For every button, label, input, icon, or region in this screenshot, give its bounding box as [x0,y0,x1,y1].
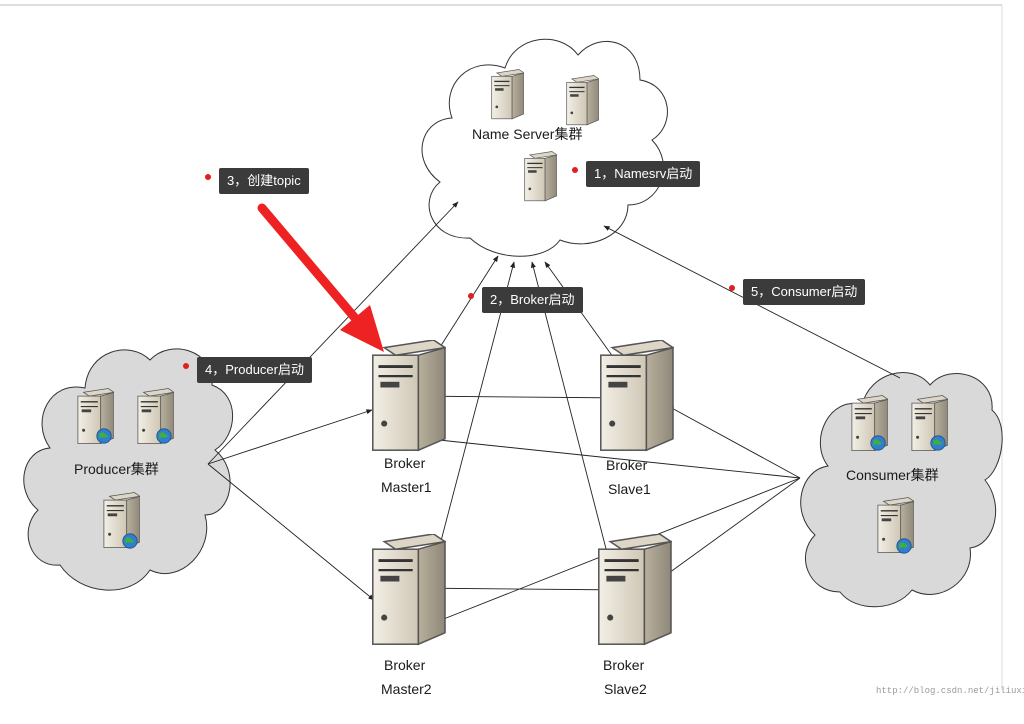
callout-producer-start: 4，Producer启动 [197,357,312,383]
producer-globe-3-icon [122,533,138,549]
watermark: http://blog.csdn.net/jiliuxing [876,686,1024,696]
callout-3-dot [205,174,211,180]
broker-master1-line1: Broker [384,455,426,471]
callout-broker-start: 2，Broker启动 [482,287,583,313]
broker-master1-server-icon [371,340,446,452]
broker-slave1-server-icon [599,340,674,452]
consumer-globe-2-icon [930,435,946,451]
callout-5-dot [729,285,735,291]
broker-slave2-line1: Broker [603,657,645,673]
broker-slave2-line2: Slave2 [604,681,647,697]
callout-create-topic: 3，创建topic [219,168,309,194]
nameserver-label: Name Server集群 [472,126,582,142]
connection-lines [207,201,901,627]
broker-master1-line2: Master1 [381,479,432,495]
consumer-cloud [800,372,1003,608]
nameserver-server-1-icon [491,68,524,120]
producer-label: Producer集群 [74,461,159,477]
callout-1-dot [572,167,578,173]
broker-master2-server-icon [371,534,446,646]
broker-slave1-line2: Slave1 [608,481,651,497]
broker-slave1-line1: Broker [606,457,648,473]
producer-cloud [23,348,234,591]
broker-master2-line1: Broker [384,657,426,673]
callout-2-dot [468,293,474,299]
consumer-label: Consumer集群 [846,467,939,483]
broker-master2-line2: Master2 [381,681,432,697]
callout-consumer-start: 5，Consumer启动 [743,279,866,305]
callout-namesrv-start: 1，Namesrv启动 [586,161,701,187]
consumer-globe-3-icon [896,538,912,554]
callout-4-dot [183,363,189,369]
consumer-globe-1-icon [870,435,886,451]
broker-slave2-server-icon [597,534,672,646]
nameserver-server-3-icon [524,150,557,202]
producer-globe-1-icon [96,428,112,444]
nameserver-server-2-icon [566,74,599,126]
producer-globe-2-icon [156,428,172,444]
nameserver-cloud [421,38,668,257]
create-topic-red-arrow [257,203,384,352]
